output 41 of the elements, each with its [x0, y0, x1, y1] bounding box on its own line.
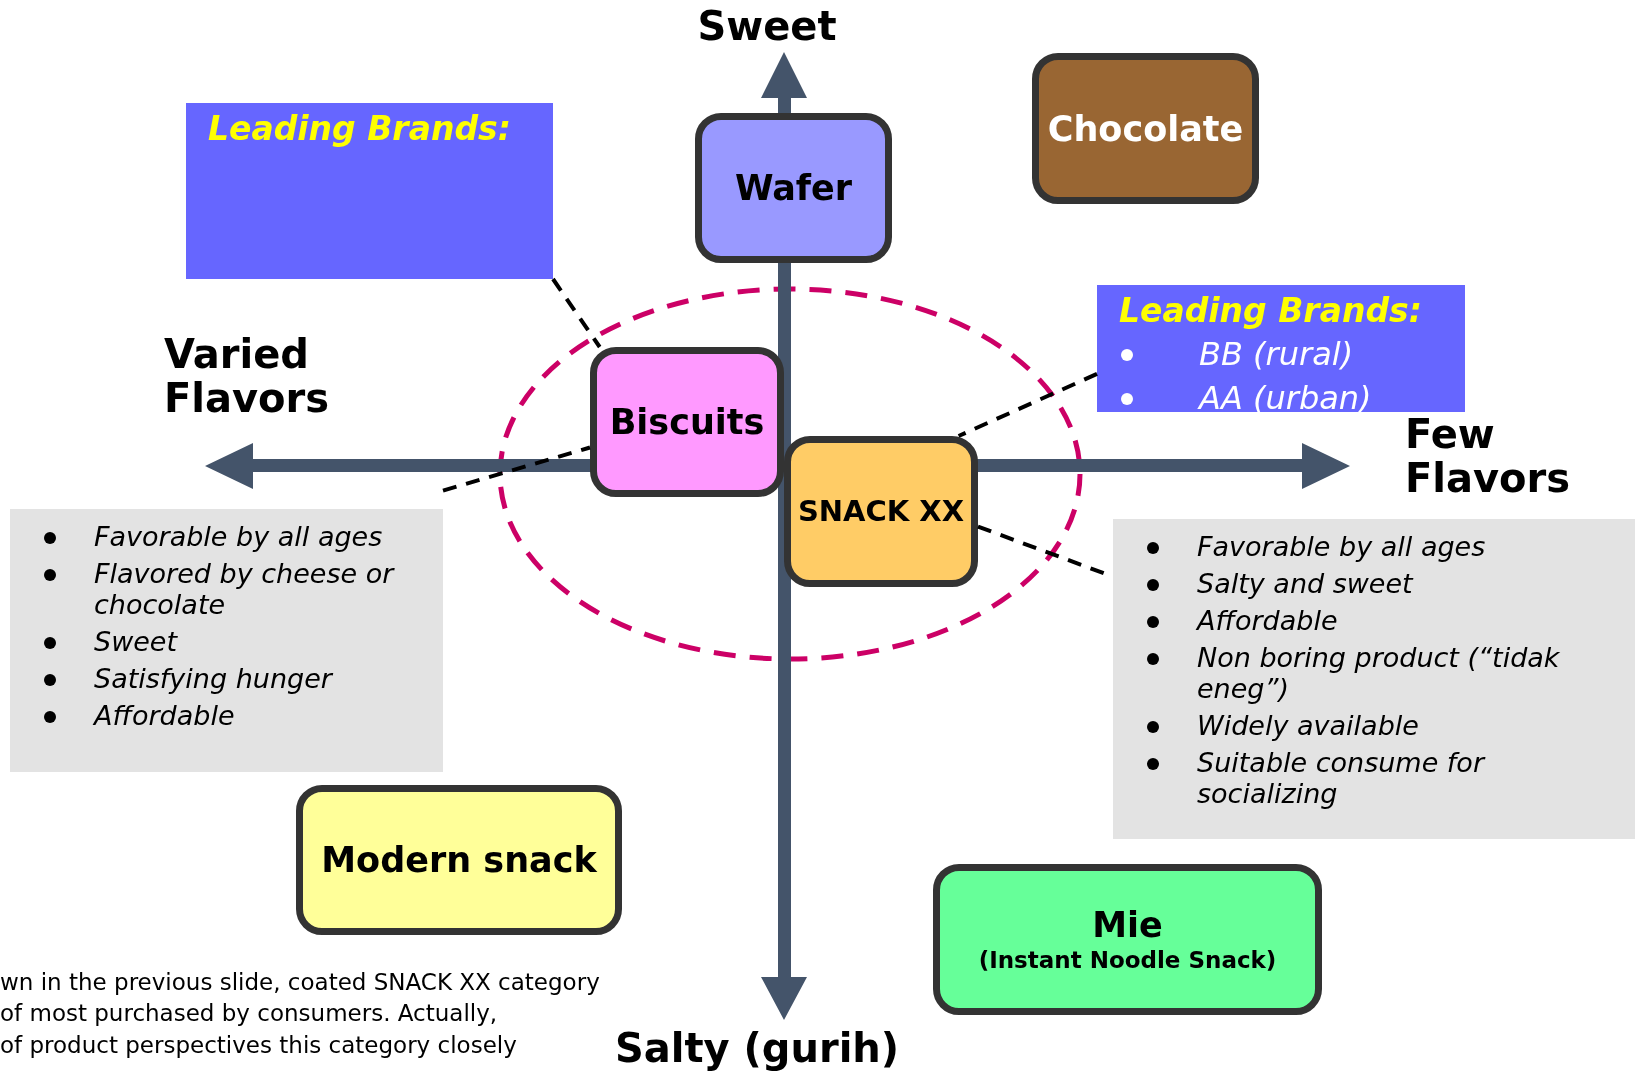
- attributes-box: [1113, 519, 1635, 839]
- attributes-box: [10, 509, 443, 772]
- brands-callout: [1097, 285, 1465, 412]
- axis-label: Few Flavors: [1405, 412, 1572, 500]
- attribute-item: Non boring product (“tidak eneg”): [1197, 642, 1560, 705]
- attribute-item: Favorable by all ages: [94, 521, 383, 552]
- category-box: [296, 785, 622, 935]
- attribute-item: Satisfying hunger: [94, 663, 332, 695]
- axis-label: Sweet: [696, 4, 838, 48]
- category-subtitle: (Instant Noodle Snack): [978, 945, 1277, 975]
- attribute-item: Affordable: [94, 700, 235, 732]
- attribute-item: Flavored by cheese or chocolate: [94, 558, 394, 621]
- note-text: of most purchased by consumers. Actually,: [0, 1001, 498, 1027]
- category-name: Biscuits: [609, 401, 765, 443]
- category-box: [933, 864, 1322, 1015]
- attribute-item: Widely available: [1197, 710, 1419, 742]
- leader-line: [551, 277, 602, 349]
- attribute-item: Favorable by all ages: [1197, 531, 1486, 562]
- category-name: SNACK XX: [797, 494, 965, 529]
- axis-label: Salty (gurih): [613, 1026, 901, 1070]
- callout-heading: Leading Brands:: [208, 108, 512, 150]
- note-text: of product perspectives this category closely: [0, 1033, 517, 1059]
- axis-label: Varied Flavors: [164, 332, 331, 420]
- category-name: Mie: [1092, 903, 1163, 946]
- category-box: [784, 436, 978, 587]
- attribute-item: Suitable consume for socializing: [1197, 747, 1484, 810]
- category-box: [590, 347, 784, 497]
- callout-heading: Leading Brands:: [1119, 290, 1423, 332]
- category-name: Modern snack: [321, 839, 597, 881]
- category-name: Wafer: [734, 167, 853, 209]
- attribute-item: Affordable: [1197, 605, 1338, 637]
- category-box: [1032, 53, 1259, 204]
- brands-callout: [186, 103, 553, 279]
- category-box: [695, 113, 892, 263]
- attribute-item: Sweet: [94, 626, 178, 658]
- category-name: Chocolate: [1047, 107, 1244, 150]
- attribute-item: Salty and sweet: [1197, 568, 1413, 600]
- leader-line: [957, 372, 1098, 438]
- leader-line: [442, 445, 591, 493]
- note-text: wn in the previous slide, coated SNACK XX category: [0, 970, 600, 996]
- brand-item: BB (rural): [1199, 335, 1354, 373]
